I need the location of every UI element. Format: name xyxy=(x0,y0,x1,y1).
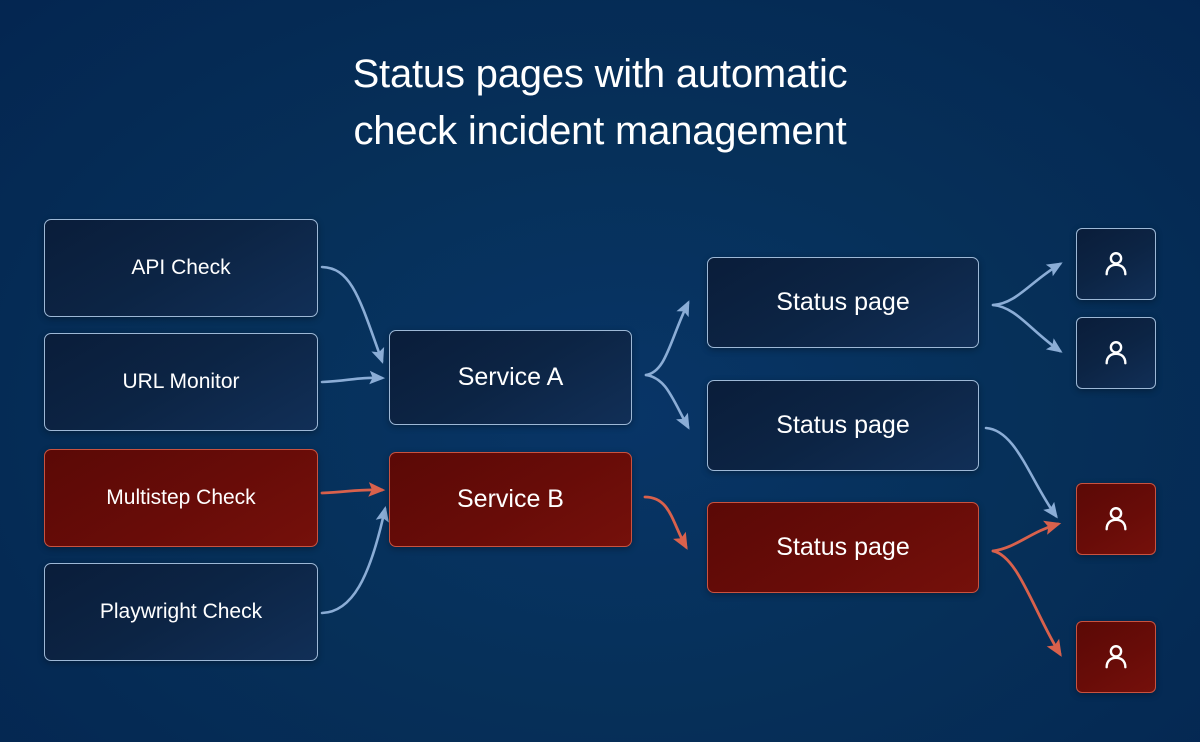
node-status-page-3[interactable]: Status page xyxy=(707,502,979,593)
node-label: Status page xyxy=(776,288,910,316)
edge-service-a-to-status-page-1 xyxy=(644,300,690,377)
node-label: Service B xyxy=(457,485,564,513)
edge-playwright-check-to-service-b xyxy=(320,505,389,615)
edge-service-b-to-status-page-3 xyxy=(643,495,688,550)
edge-url-monitor-to-service-a xyxy=(320,370,386,385)
page-title-line-2: check incident management xyxy=(353,108,847,153)
edge-status-page-3-to-user-4 xyxy=(991,549,1062,657)
node-status-page-1[interactable]: Status page xyxy=(707,257,979,348)
page-title-line-1: Status pages with automatic xyxy=(352,52,848,96)
node-label: API Check xyxy=(131,256,231,279)
page-title: Status pages with automatic check incide… xyxy=(0,46,1200,160)
edge-multistep-check-to-service-b xyxy=(320,482,386,497)
node-user-4[interactable] xyxy=(1076,621,1156,693)
node-user-2[interactable] xyxy=(1076,317,1156,389)
edge-service-a-to-status-page-2 xyxy=(644,373,690,430)
edge-status-page-2-to-user-3 xyxy=(984,426,1058,519)
node-user-1[interactable] xyxy=(1076,228,1156,300)
node-label: Service A xyxy=(457,363,564,391)
node-status-page-2[interactable]: Status page xyxy=(707,380,979,471)
edge-status-page-1-to-user-2 xyxy=(991,303,1063,353)
node-label: Playwright Check xyxy=(99,600,263,623)
node-service-a[interactable]: Service A xyxy=(389,330,632,425)
edge-api-check-to-service-a xyxy=(320,265,385,364)
edge-status-page-1-to-user-1 xyxy=(991,262,1063,307)
person-icon xyxy=(1099,336,1133,370)
node-check-url-monitor[interactable]: URL Monitor xyxy=(44,333,318,431)
node-check-api[interactable]: API Check xyxy=(44,219,318,317)
node-check-multistep[interactable]: Multistep Check xyxy=(44,449,318,547)
node-label: Status page xyxy=(776,533,910,561)
node-check-playwright[interactable]: Playwright Check xyxy=(44,563,318,661)
node-user-3[interactable] xyxy=(1076,483,1156,555)
person-icon xyxy=(1099,247,1133,281)
node-service-b[interactable]: Service B xyxy=(389,452,632,547)
edge-status-page-3-to-user-3 xyxy=(991,520,1062,553)
node-label: Multistep Check xyxy=(106,486,256,509)
person-icon xyxy=(1099,502,1133,536)
node-label: Status page xyxy=(776,411,910,439)
person-icon xyxy=(1099,640,1133,674)
node-label: URL Monitor xyxy=(122,370,240,393)
